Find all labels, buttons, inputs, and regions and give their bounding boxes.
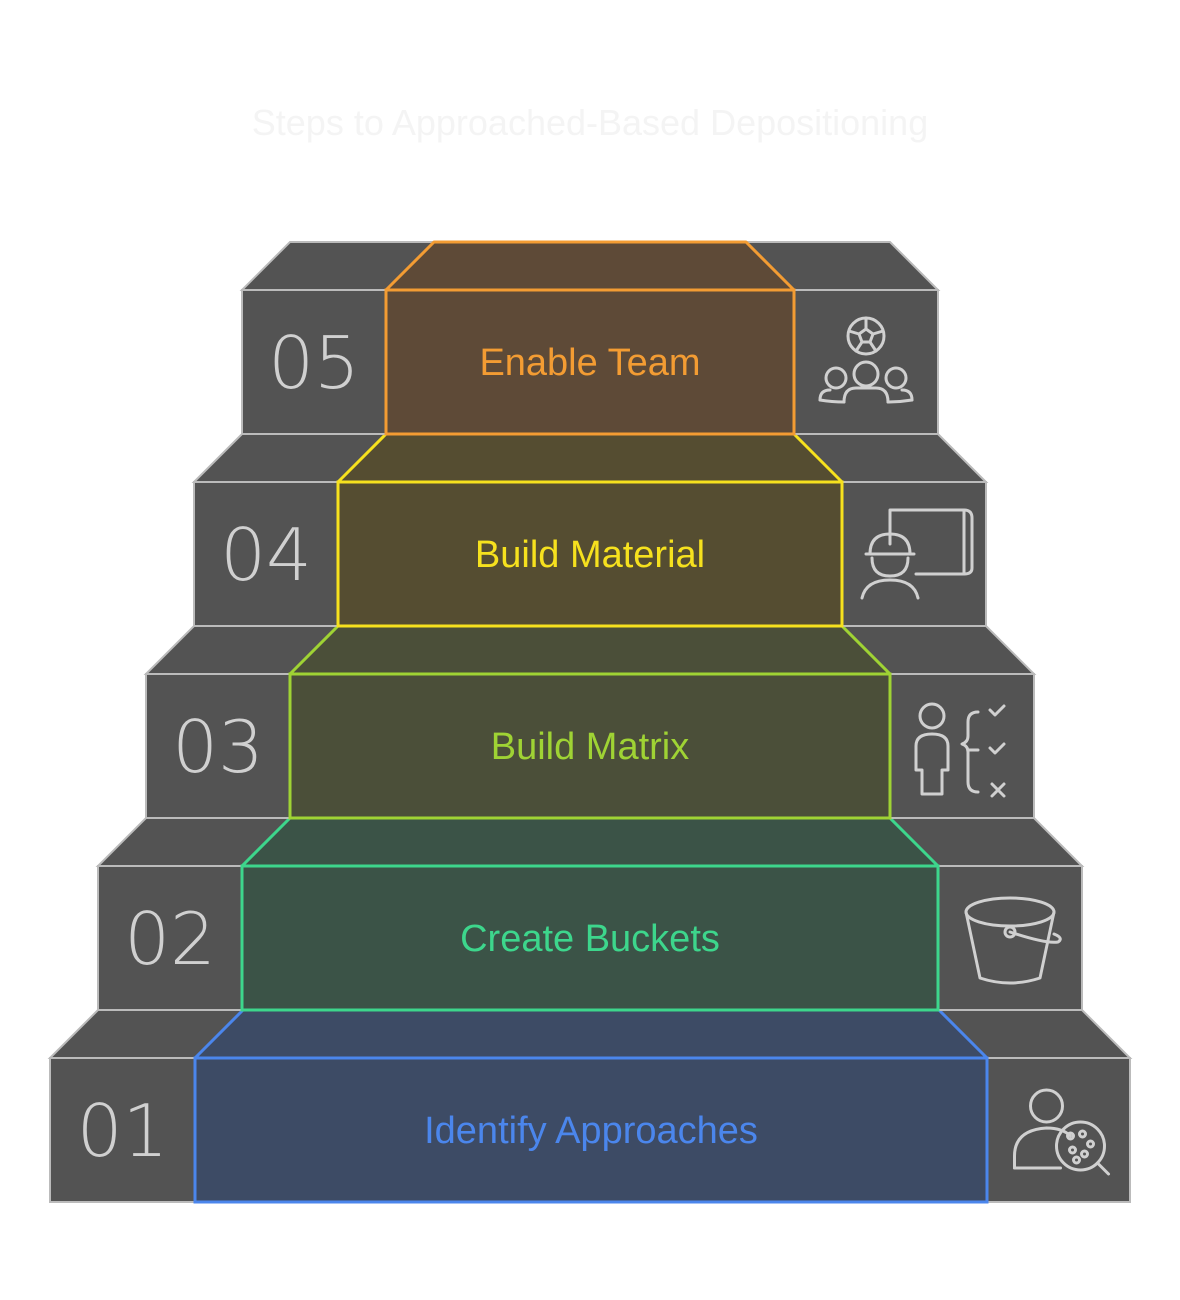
step-label: Create Buckets: [460, 918, 720, 960]
step-center-tread: [336, 432, 844, 484]
step-number: 03: [172, 705, 264, 789]
step-center-panel: [336, 480, 844, 628]
step-label: Build Matrix: [491, 726, 690, 768]
step-01: 01 Identify Approaches: [47, 1008, 1133, 1204]
step-center-panel: [193, 1056, 989, 1204]
step-number: 02: [124, 897, 216, 981]
step-number: 04: [220, 513, 312, 597]
step-center-panel: [240, 864, 940, 1012]
step-center-tread: [288, 624, 892, 676]
diagram-title: Steps to Approached-Based Depositioning: [252, 102, 928, 143]
decision-checklist-icon: [914, 702, 1006, 798]
step-03: 03 Build Matrix: [143, 624, 1037, 820]
step-number: 05: [268, 321, 360, 405]
step-center-panel: [384, 288, 796, 436]
step-center-tread: [384, 240, 796, 292]
step-label: Build Material: [475, 534, 705, 576]
step-center-tread: [193, 1008, 989, 1060]
step-center-panel: [288, 672, 892, 820]
step-05: 05 Enable Team: [239, 240, 941, 436]
step-04: 04 Build Material: [191, 432, 989, 628]
step-label: Enable Team: [479, 342, 700, 384]
step-number: 01: [77, 1089, 169, 1173]
team-ball-icon: [818, 316, 914, 404]
step-label: Identify Approaches: [424, 1110, 758, 1152]
bucket-icon: [964, 896, 1062, 985]
steps-layer: 01 Identify Approaches 02 Create Buckets 03 B…: [47, 240, 1133, 1204]
step-center-tread: [240, 816, 940, 868]
person-search-icon: [1013, 1088, 1110, 1176]
engineer-blueprint-icon: [860, 508, 974, 600]
step-02: 02 Create Buckets: [95, 816, 1085, 1012]
